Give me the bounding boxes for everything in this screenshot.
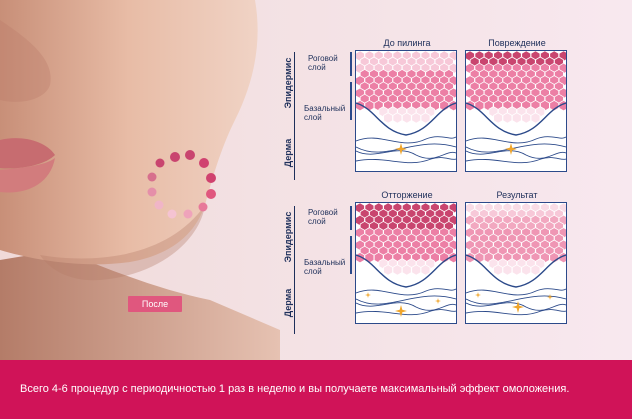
dermis-fiber: [356, 309, 456, 316]
cell: [411, 112, 422, 124]
growth-star-icon: [505, 143, 517, 155]
cell: [420, 112, 431, 124]
dermis-fiber: [466, 136, 566, 144]
illustration-area: После До пилинга Повреждение Отторжение …: [0, 0, 632, 360]
panel-title-damage: Повреждение: [488, 38, 546, 48]
basal-membrane: [356, 254, 456, 288]
panel-before: [355, 50, 457, 172]
basal-layer-bracket-bottom: [350, 236, 352, 274]
horny-layer-bracket-top: [350, 52, 352, 76]
dermis-label-top: Дерма: [283, 138, 293, 168]
cell: [364, 251, 375, 264]
cell: [521, 112, 532, 124]
cell: [411, 264, 422, 276]
cell: [511, 112, 522, 124]
basal-membrane: [466, 254, 566, 288]
growth-star-icon: [395, 305, 407, 317]
dermis-label-bottom: Дерма: [283, 288, 293, 318]
cell: [364, 99, 375, 112]
dermis-fiber: [356, 150, 456, 159]
horny-layer-label-top: Роговой слой: [308, 54, 338, 72]
cell: [392, 112, 403, 124]
dermis-fiber: [466, 302, 566, 311]
label-divider-bottom: [294, 206, 295, 334]
cell: [383, 112, 393, 124]
horny-layer-bracket-bottom: [350, 206, 352, 230]
panel-title-before: До пилинга: [383, 38, 431, 48]
epidermis-label-bottom: Эпидермис: [283, 211, 293, 263]
dermis-fiber: [466, 295, 566, 305]
banner-text: Всего 4-6 процедур с периодичностью 1 ра…: [20, 383, 570, 395]
growth-star-icon: [365, 292, 371, 298]
cell: [530, 264, 541, 276]
growth-star-icon: [435, 298, 441, 304]
dermis-fiber: [356, 157, 456, 164]
dermis-fiber: [466, 157, 566, 164]
cell: [502, 264, 513, 276]
basal-membrane: [466, 102, 566, 136]
cell: [392, 264, 403, 276]
dermis-fiber: [466, 288, 566, 296]
epidermis-label-top: Эпидермис: [283, 57, 293, 109]
panel-result: [465, 202, 567, 324]
cell: [521, 264, 532, 276]
growth-star-icon: [512, 301, 524, 313]
panel-title-result: Результат: [496, 190, 538, 200]
cell: [401, 264, 412, 276]
face-illustration: [0, 0, 280, 360]
dermis-fiber: [356, 136, 456, 144]
cell: [383, 264, 393, 276]
basal-membrane: [356, 102, 456, 136]
cell: [511, 264, 522, 276]
cell: [493, 264, 503, 276]
panel-title-rejection: Отторжение: [381, 190, 433, 200]
after-badge: После: [128, 296, 182, 312]
growth-star-icon: [395, 143, 407, 155]
dotted-circle-icon: [147, 150, 216, 219]
basal-layer-label-top: Базальный слой: [304, 104, 346, 122]
dermis-fiber: [356, 302, 456, 311]
dermis-fiber: [466, 150, 566, 159]
dermis-fiber: [466, 309, 566, 316]
dermis-fiber: [356, 295, 456, 305]
cell: [474, 251, 485, 264]
dermis-fiber: [356, 288, 456, 296]
info-banner: Всего 4-6 процедур с периодичностью 1 ра…: [0, 360, 632, 419]
cell: [502, 112, 513, 124]
basal-layer-label-bottom: Базальный слой: [304, 258, 346, 276]
growth-star-icon: [547, 294, 553, 300]
growth-star-icon: [475, 292, 481, 298]
basal-layer-bracket-top: [350, 82, 352, 120]
horny-layer-label-bottom: Роговой слой: [308, 208, 338, 226]
label-divider-top: [294, 52, 295, 180]
cell: [493, 112, 503, 124]
panel-damage: [465, 50, 567, 172]
panel-rejection: [355, 202, 457, 324]
cell: [420, 264, 431, 276]
cell: [401, 112, 412, 124]
cell: [530, 112, 541, 124]
cell: [474, 99, 485, 112]
